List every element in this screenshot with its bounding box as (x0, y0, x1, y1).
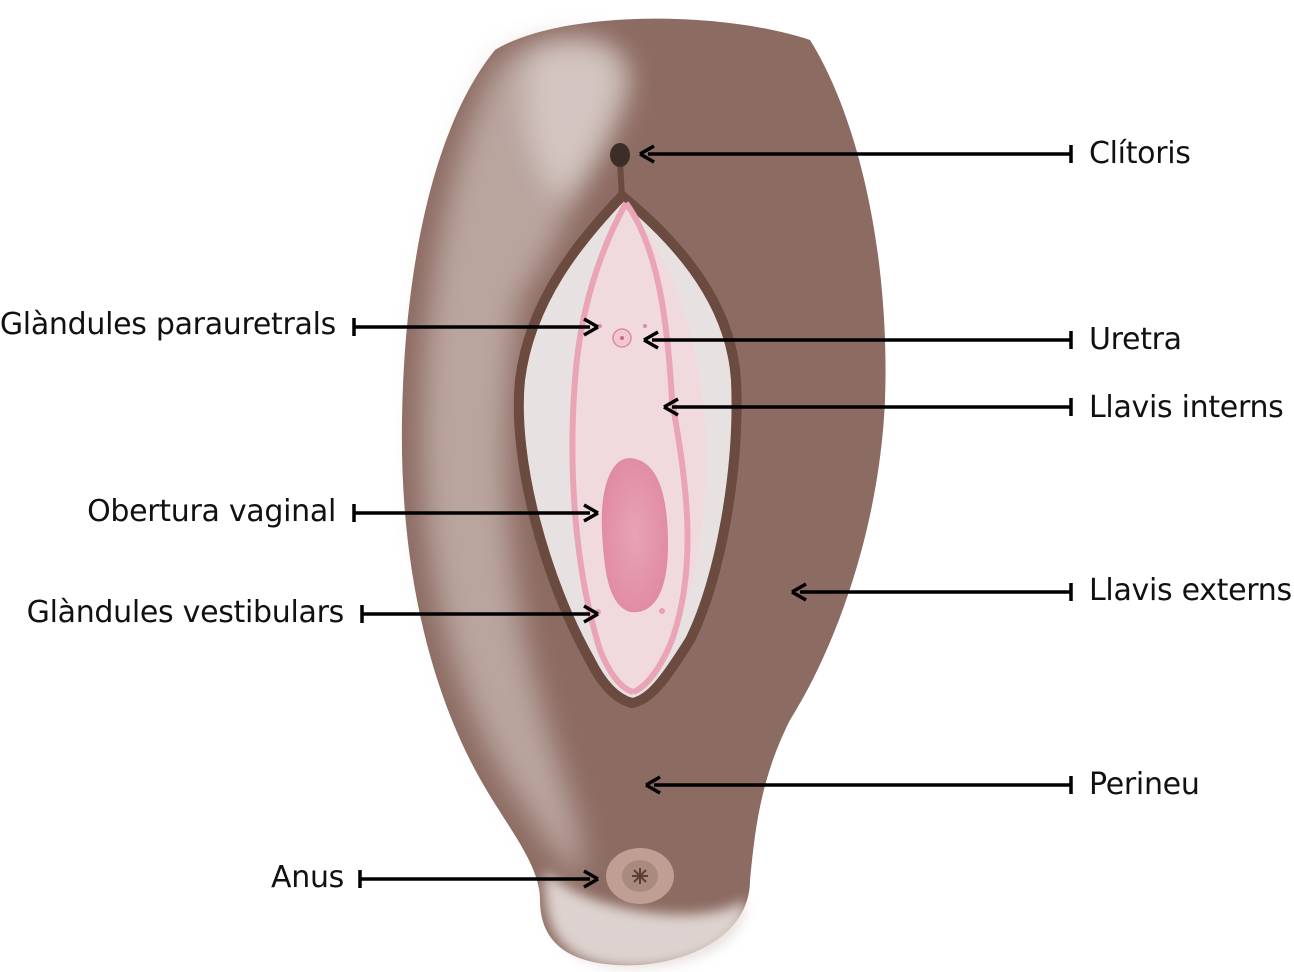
clitoris-glans (610, 143, 630, 167)
label-uretra: Uretra (1089, 325, 1182, 355)
paraurethral-gland-left (598, 324, 602, 328)
label-clitoris: Clítoris (1089, 139, 1191, 169)
label-obertura-vaginal: Obertura vaginal (87, 497, 336, 527)
label-anus: Anus (271, 863, 344, 893)
paraurethral-gland-right (643, 324, 647, 328)
label-llavis-externs: Llavis externs (1089, 576, 1292, 606)
anus-star (632, 868, 648, 884)
label-glandules-vestibulars: Glàndules vestibulars (27, 598, 344, 628)
label-glandules-parauretrals: Glàndules parauretrals (0, 310, 336, 340)
vestibular-gland-right (659, 608, 665, 614)
vaginal-opening (602, 458, 668, 612)
label-perineu: Perineu (1089, 770, 1200, 800)
label-llavis-interns: Llavis interns (1089, 393, 1284, 423)
